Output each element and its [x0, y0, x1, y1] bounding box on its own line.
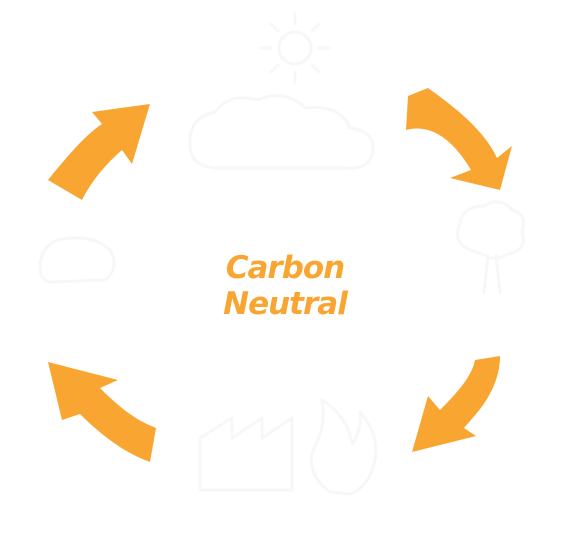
- factory-icon: [198, 416, 294, 492]
- cloud-icon: [188, 94, 375, 170]
- arrow-top-right: [406, 88, 512, 190]
- arrow-bottom-left: [48, 362, 156, 462]
- center-label: Carbon Neutral: [180, 250, 390, 322]
- tree-icon: [456, 200, 526, 294]
- arrow-left-top: [48, 104, 150, 200]
- center-label-line2: Neutral: [223, 286, 348, 322]
- center-label-line1: Carbon: [225, 250, 346, 286]
- plant-icon: [38, 236, 116, 284]
- sun-icon: [259, 12, 331, 84]
- arrow-right-bottom: [412, 356, 500, 452]
- fire-icon: [309, 398, 378, 496]
